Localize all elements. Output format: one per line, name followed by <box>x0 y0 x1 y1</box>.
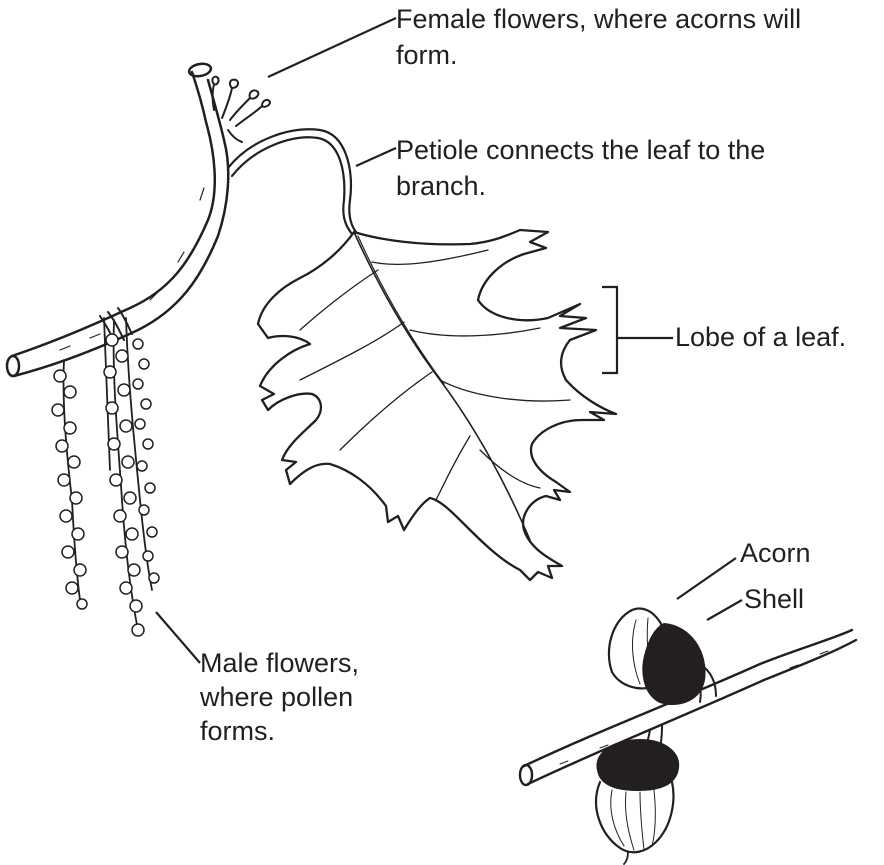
male-flowers-leader <box>156 612 200 663</box>
lower-acorn <box>596 740 678 864</box>
oak-leaf <box>258 230 616 580</box>
main-branch <box>7 62 228 376</box>
male-flowers-label-line1: Male flowers, <box>200 648 359 679</box>
male-catkins <box>52 318 159 636</box>
male-flowers-label-line2: where pollen <box>200 682 353 713</box>
female-flowers-label-line1: Female flowers, where acorns will <box>396 4 801 35</box>
shell-leader <box>707 600 742 620</box>
upper-acorn <box>609 609 705 704</box>
petiole-label-line1: Petiole connects the leaf to the <box>396 135 765 166</box>
petiole-leader <box>356 148 396 166</box>
petiole <box>228 129 356 234</box>
petiole-label-line2: branch. <box>396 171 486 202</box>
lobe-label: Lobe of a leaf. <box>675 322 846 353</box>
acorn-leader <box>677 558 736 599</box>
female-flowers-leader <box>268 18 396 77</box>
female-flowers-label-line2: form. <box>396 40 458 71</box>
male-flowers-label-line3: forms. <box>200 716 275 747</box>
lobe-bracket <box>602 287 617 373</box>
shell-label: Shell <box>744 584 804 615</box>
leader-lines <box>156 18 742 663</box>
acorn-label: Acorn <box>740 538 811 569</box>
